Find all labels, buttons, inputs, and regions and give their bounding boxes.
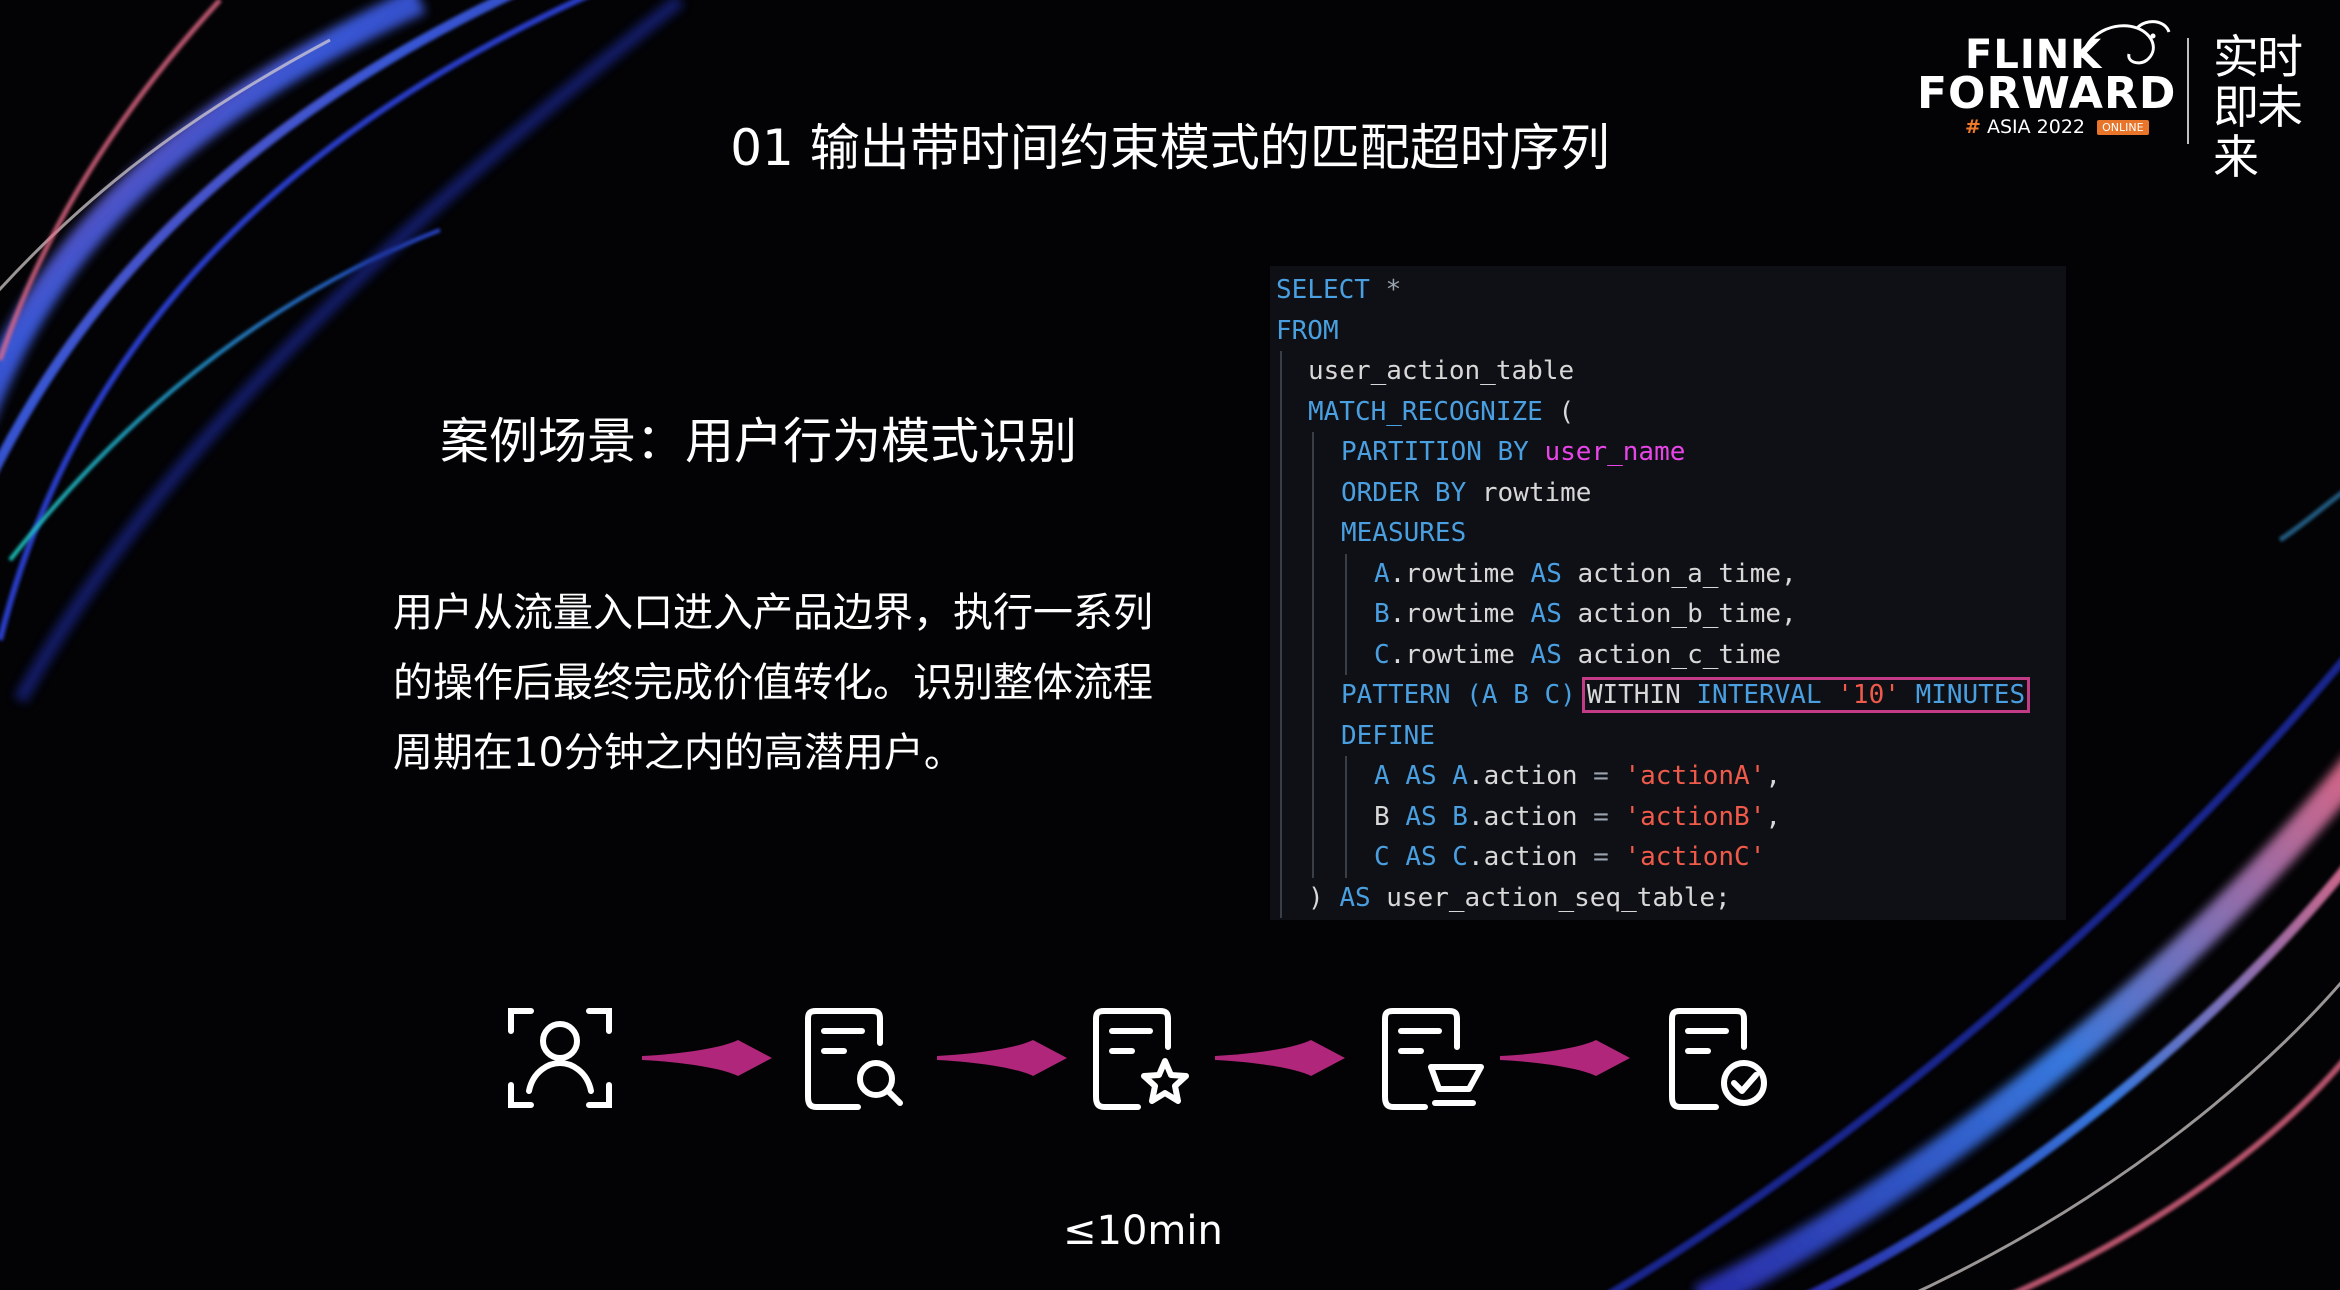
code-line: ) AS user_action_seq_table;: [1270, 877, 2066, 918]
description-line: 用户从流量入口进入产品边界，执行一系列: [393, 590, 1153, 636]
code-line: PATTERN (A B C)WITHIN INTERVAL '10' MINU…: [1270, 675, 2066, 716]
code-line: MEASURES: [1270, 513, 2066, 554]
code-line: DEFINE: [1270, 715, 2066, 756]
logo-online-badge: ONLINE: [2097, 120, 2149, 135]
page-title: 01 输出带时间约束模式的匹配超时序列: [730, 119, 1610, 177]
code-line: B AS B.action = 'actionB',: [1270, 796, 2066, 837]
code-line: PARTITION BY user_name: [1270, 432, 2066, 473]
code-line: B.rowtime AS action_b_time,: [1270, 594, 2066, 635]
code-line: A.rowtime AS action_a_time,: [1270, 553, 2066, 594]
doc-check-icon: [1669, 1008, 1767, 1110]
code-line: A AS A.action = 'actionA',: [1270, 756, 2066, 797]
logo-forward-text: FORWARD: [1917, 68, 2177, 119]
sql-code-block: SELECT * FROM user_action_table MATCH_RE…: [1270, 266, 2066, 920]
doc-star-icon: [1093, 1008, 1189, 1110]
description-line: 的操作后最终完成价值转化。识别整体流程: [393, 660, 1153, 706]
code-line: MATCH_RECOGNIZE (: [1270, 391, 2066, 432]
within-interval-highlight: WITHIN INTERVAL '10' MINUTES: [1581, 677, 2031, 713]
logo-hash: #: [1965, 116, 1981, 138]
code-line: user_action_table: [1270, 351, 2066, 392]
scene-description: 用户从流量入口进入产品边界，执行一系列 的操作后最终完成价值转化。识别整体流程 …: [393, 578, 1173, 788]
flow-arrow: [642, 1040, 772, 1076]
flow-arrow: [937, 1040, 1067, 1076]
logo-slogan: 实时即未来: [2213, 30, 2303, 184]
code-line: C.rowtime AS action_c_time: [1270, 634, 2066, 675]
code-line: ORDER BY rowtime: [1270, 472, 2066, 513]
logo-flink-text: FLINK: [1965, 32, 2103, 78]
description-line: 周期在10分钟之内的高潜用户。: [393, 730, 964, 776]
code-line: SELECT *: [1276, 275, 1402, 305]
flow-arrow: [1215, 1040, 1345, 1076]
doc-cart-icon: [1382, 1008, 1484, 1110]
flink-forward-logo: FLINK FORWARD # ASIA 2022 ONLINE 实时即未来: [1915, 14, 2335, 182]
flow-duration-label: ≤10min: [1063, 1208, 1223, 1254]
user-scan-icon: [508, 1008, 612, 1108]
flow-arrow: [1500, 1040, 1630, 1076]
logo-asia-line: # ASIA 2022 ONLINE: [1965, 116, 2149, 138]
doc-search-icon: [805, 1008, 903, 1110]
scene-title: 案例场景：用户行为模式识别: [440, 413, 1078, 470]
code-line: C AS C.action = 'actionC': [1270, 837, 2066, 878]
squirrel-logo-icon: [2081, 20, 2171, 65]
logo-asia-text: ASIA 2022: [1986, 116, 2086, 138]
code-line: FROM: [1276, 315, 1339, 346]
logo-divider: [2187, 38, 2189, 144]
